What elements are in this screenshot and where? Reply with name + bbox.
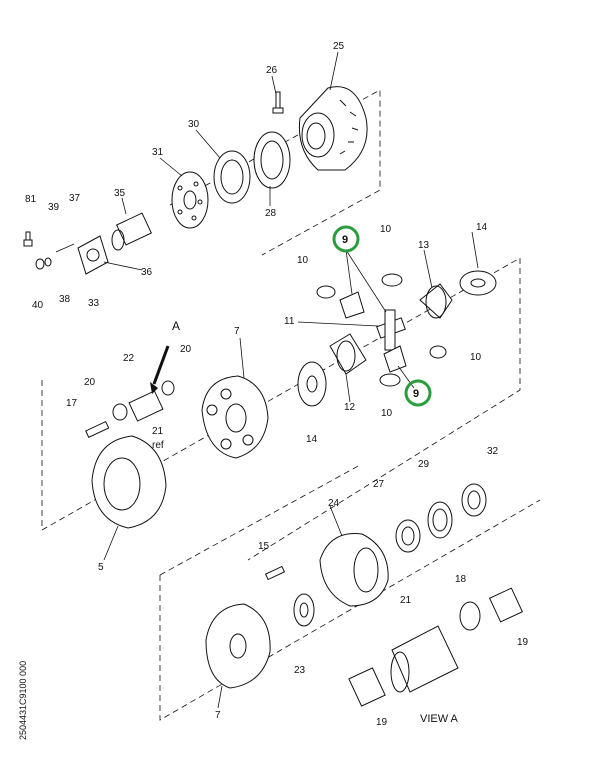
reference-arrow: [150, 345, 170, 394]
part-31-bearing: [171, 171, 209, 229]
part-11-spider: [376, 309, 406, 351]
view-a-label: VIEW A: [420, 713, 459, 725]
label-81: 81: [25, 194, 37, 205]
label-21-b: 21: [400, 595, 412, 606]
part-13-side-gear: [419, 283, 453, 319]
part-26-bolt: [272, 91, 284, 114]
part-20-rings: [112, 380, 175, 421]
ref-text: ref: [152, 440, 164, 451]
label-19-a: 19: [517, 637, 529, 648]
label-25: 25: [333, 41, 345, 52]
part-27-bearing-cone: [395, 519, 421, 553]
part-labels: 25 26 30 31 28 81 39 37 35 40 38 33 36 9…: [25, 41, 529, 728]
drawing-number: 2504431C9100 000: [18, 661, 28, 740]
label-31: 31: [152, 147, 164, 158]
label-21-a: 21: [152, 426, 164, 437]
label-24: 24: [328, 498, 340, 509]
label-14-b: 14: [306, 434, 318, 445]
highlight-circle-top: [332, 225, 360, 253]
label-38: 38: [59, 294, 71, 305]
label-9-top: 9: [342, 234, 348, 246]
label-40: 40: [32, 300, 44, 311]
part-17-pin: [85, 420, 110, 438]
label-23: 23: [294, 665, 306, 676]
label-26: 26: [266, 65, 278, 76]
label-12: 12: [344, 402, 356, 413]
part-14-thrust-washer: [459, 270, 497, 296]
part-5-ring-gear: [91, 435, 167, 529]
label-22: 22: [123, 353, 135, 364]
label-30: 30: [188, 119, 200, 130]
label-10-a: 10: [380, 224, 392, 235]
part-19-bearings: [348, 587, 524, 707]
part-29-cup: [427, 501, 453, 539]
label-9-bottom: 9: [413, 388, 419, 400]
label-7-a: 7: [234, 326, 240, 337]
label-20-b: 20: [84, 377, 96, 388]
label-32: 32: [487, 446, 499, 457]
part-35-pinion-shaft: [111, 212, 153, 251]
label-36: 36: [141, 267, 153, 278]
label-10-d: 10: [381, 408, 393, 419]
highlight-circle-bottom: [404, 379, 432, 407]
assembly-boundaries: [41, 89, 541, 721]
part-21-gear-view-a: [390, 625, 459, 693]
part-23-washer: [293, 593, 315, 627]
label-11: 11: [284, 316, 295, 327]
label-7-b: 7: [215, 710, 221, 721]
part-14-washer-lower: [297, 361, 327, 407]
part-32-bearing: [461, 483, 487, 517]
part-10-washers: [316, 273, 447, 387]
part-7-lower-case: [205, 603, 271, 689]
label-17: 17: [66, 398, 78, 409]
part-36-flange-plate: [77, 235, 109, 275]
label-20-a: 20: [180, 344, 192, 355]
part-15-pin: [264, 565, 286, 581]
part-7-case-half: [201, 375, 269, 459]
part-25-housing: [298, 86, 368, 171]
label-18: 18: [455, 574, 467, 585]
label-35: 35: [114, 188, 126, 199]
label-33: 33: [88, 298, 100, 309]
label-27: 27: [373, 479, 385, 490]
part-28-ring: [253, 131, 291, 189]
part-9-pinion-gears: [339, 291, 407, 373]
label-A: A: [172, 319, 180, 333]
label-14-a: 14: [476, 222, 488, 233]
label-10-c: 10: [470, 352, 482, 363]
label-37: 37: [69, 193, 81, 204]
label-28: 28: [265, 208, 277, 219]
label-39: 39: [48, 202, 60, 213]
highlight-circles: [332, 225, 432, 407]
label-19-b: 19: [376, 717, 388, 728]
label-10-b: 10: [297, 255, 309, 266]
part-24-case: [319, 533, 389, 607]
label-13: 13: [418, 240, 430, 251]
part-18-ring: [459, 601, 481, 631]
leader-lines: [103, 51, 479, 709]
label-5: 5: [98, 562, 104, 573]
part-12-side-gear: [329, 333, 367, 375]
label-29: 29: [418, 459, 430, 470]
part-30-seal: [213, 150, 251, 204]
small-fasteners: [23, 231, 75, 270]
label-15: 15: [258, 541, 270, 552]
part-21-gear-ref: [128, 390, 164, 422]
